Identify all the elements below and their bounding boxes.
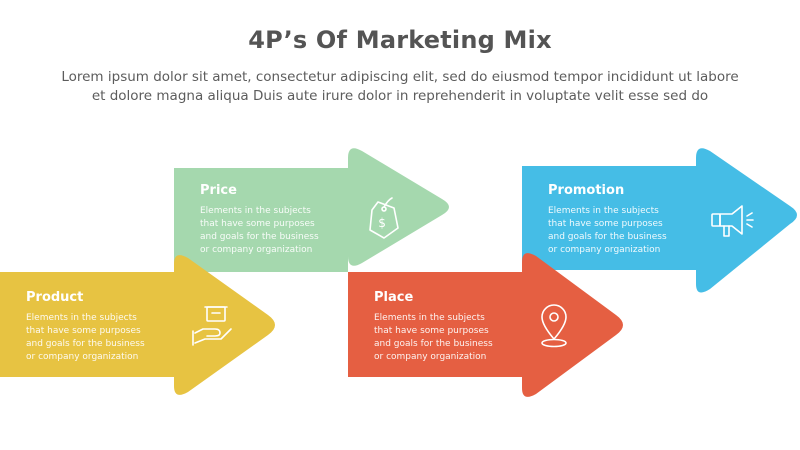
promotion-desc-line-1: Elements in the subjects <box>548 206 659 216</box>
step-product: Product Elements in the subjects that ha… <box>0 255 275 395</box>
page-subtitle: Lorem ipsum dolor sit amet, consectetur … <box>0 68 800 106</box>
place-desc-line-2: that have some purposes <box>374 326 489 336</box>
price-title: Price <box>200 183 237 198</box>
subtitle-line-2: et dolore magna aliqua Duis aute irure d… <box>91 88 709 104</box>
promotion-arrow-shape <box>522 148 797 293</box>
product-desc-line-2: that have some purposes <box>26 326 141 336</box>
step-price: Price Elements in the subjects that have… <box>174 148 449 272</box>
product-desc-line-4: or company organization <box>26 352 138 362</box>
step-place: Place Elements in the subjects that have… <box>348 253 623 397</box>
price-desc-line-4: or company organization <box>200 245 312 255</box>
subtitle-line-1: Lorem ipsum dolor sit amet, consectetur … <box>61 69 739 85</box>
product-arrow-shape <box>0 255 275 395</box>
svg-text:$: $ <box>378 216 386 230</box>
product-title: Product <box>26 290 83 305</box>
promotion-desc-line-2: that have some purposes <box>548 219 663 229</box>
price-arrow-shape <box>174 148 449 272</box>
place-desc-line-3: and goals for the business <box>374 339 493 349</box>
hand-box-icon <box>192 306 232 346</box>
place-desc-line-1: Elements in the subjects <box>374 313 485 323</box>
step-promotion: Promotion Elements in the subjects that … <box>522 148 797 293</box>
page-title: 4P’s Of Marketing Mix <box>248 26 552 54</box>
price-desc-line-1: Elements in the subjects <box>200 206 311 216</box>
promotion-desc-line-4: or company organization <box>548 245 660 255</box>
price-desc-line-2: that have some purposes <box>200 219 315 229</box>
promotion-title: Promotion <box>548 183 624 198</box>
promotion-desc-line-3: and goals for the business <box>548 232 667 242</box>
product-desc-line-1: Elements in the subjects <box>26 313 137 323</box>
place-arrow-shape <box>348 253 623 397</box>
price-tag-icon: $ <box>369 197 399 239</box>
location-pin-icon <box>541 304 567 348</box>
place-title: Place <box>374 290 413 305</box>
price-desc-line-3: and goals for the business <box>200 232 319 242</box>
megaphone-icon <box>711 205 754 237</box>
product-desc-line-3: and goals for the business <box>26 339 145 349</box>
place-desc-line-4: or company organization <box>374 352 486 362</box>
